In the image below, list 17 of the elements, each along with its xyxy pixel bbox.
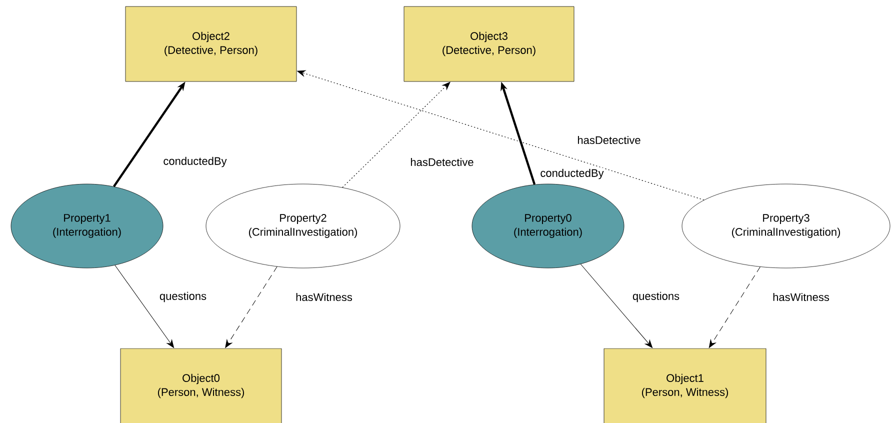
process-box: Object1 (Person, Witness): [604, 348, 766, 423]
arrow: [114, 265, 174, 348]
process-box: Object3 (Detective, Person): [404, 6, 574, 82]
edge-label: hasDetective: [576, 134, 642, 146]
edge-label: questions: [631, 290, 681, 304]
edge-label: hasWitness: [772, 292, 830, 302]
edge-label: conductedBy: [539, 168, 605, 180]
arrow: [580, 264, 653, 348]
edge-label: conductedBy: [162, 156, 228, 168]
arrow: [342, 82, 450, 188]
arrow: [708, 266, 760, 348]
edge-label: hasDetective: [409, 156, 475, 168]
process-box: Object2 (Detective, Person): [125, 6, 297, 82]
edge-label: questions: [158, 290, 208, 304]
edge-label: hasWitness: [294, 292, 354, 302]
arrow: [225, 266, 278, 348]
process-box: Object0 (Person, Witness): [120, 348, 282, 423]
